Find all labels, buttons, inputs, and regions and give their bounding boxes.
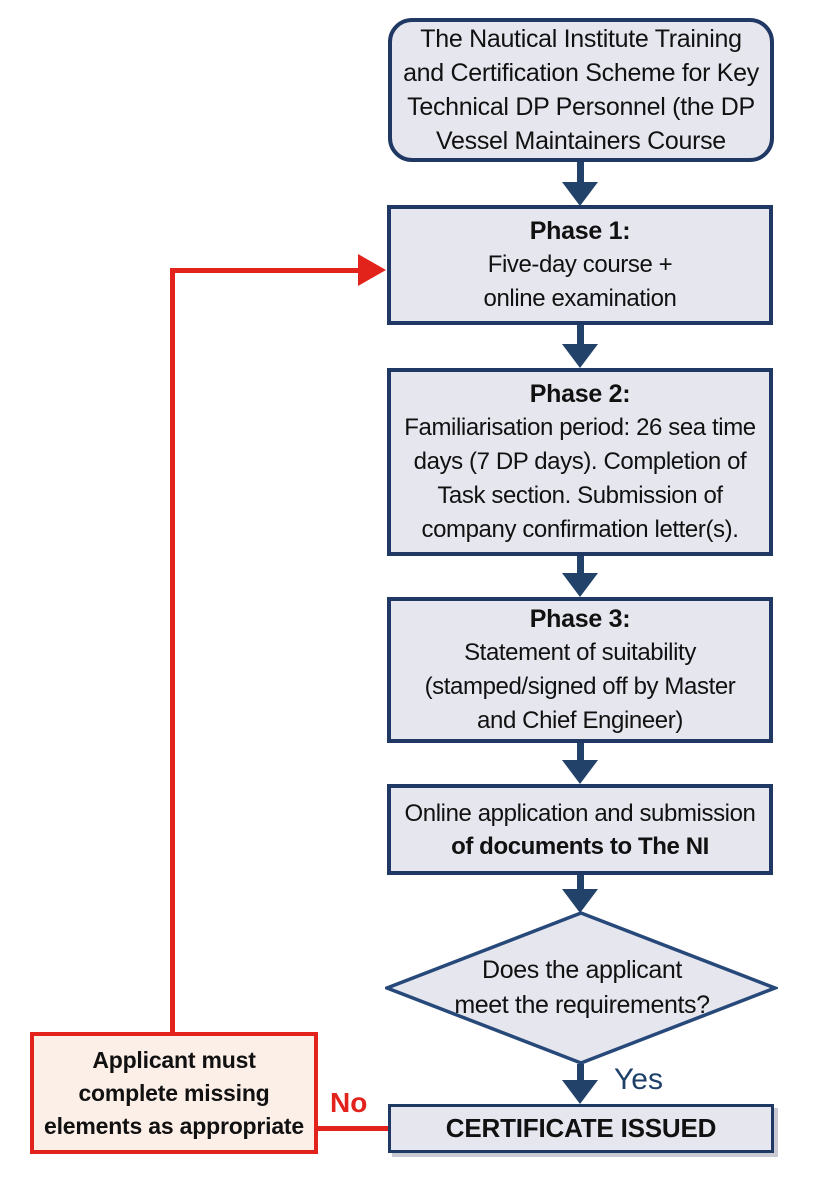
phase2-title: Phase 2: [529,380,631,408]
decision-diamond [385,911,778,1065]
arrow-stem [576,1064,584,1080]
phase2-box: Phase 2: Familiarisation period: 26 sea … [387,368,773,556]
arrow-stem [576,743,584,760]
remediation-text: Applicant must complete missing elements… [43,1046,304,1139]
phase3-title: Phase 3: [529,605,631,633]
start-terminator-box: The Nautical Institute Training and Cert… [388,18,774,162]
arrow-down-phase2-to-phase3 [562,556,598,597]
no-label: No [330,1087,368,1118]
arrow-down-decision-to-certificate [562,1064,598,1104]
decision-diamond-shape [385,911,778,1065]
phase3-body: Statement of suitability (stamped/signed… [424,639,736,734]
feedback-line-bottom [316,1126,388,1131]
certificate-box: CERTIFICATE ISSUED [388,1104,774,1153]
arrow-down-phase1-to-phase2 [562,325,598,368]
application-box: Online application and submission of doc… [387,784,773,875]
feedback-arrow-head-icon [358,254,386,286]
feedback-line-vertical [170,268,175,1034]
arrow-down-application-to-decision [562,875,598,913]
arrow-stem [576,556,584,573]
arrow-stem [576,875,584,889]
remediation-box: Applicant must complete missing elements… [30,1032,318,1154]
phase1-body: Five-day course + online examination [483,251,677,312]
arrow-head-icon [562,344,598,368]
arrow-down-phase3-to-application [562,743,598,784]
phase1-box: Phase 1: Five-day course + online examin… [387,205,773,325]
arrow-down-start-to-phase1 [562,162,598,206]
yes-label: Yes [614,1063,663,1096]
phase3-box: Phase 3: Statement of suitability (stamp… [387,597,773,743]
arrow-head-icon [562,760,598,784]
application-text-line2: of documents to The NI [451,832,709,860]
certificate-text: CERTIFICATE ISSUED [445,1113,717,1143]
feedback-line-top [170,268,360,273]
arrow-head-icon [562,573,598,597]
application-text-line1: Online application and submission [404,799,756,827]
arrow-stem [576,325,584,344]
decision-text: Does the applicant meet the requirements… [454,956,710,1019]
phase2-body: Familiarisation period: 26 sea time days… [404,414,756,543]
phase1-title: Phase 1: [529,217,631,245]
start-terminator-text: The Nautical Institute Training and Cert… [403,25,759,155]
arrow-head-icon [562,1080,598,1104]
arrow-head-icon [562,182,598,206]
arrow-head-icon [562,889,598,913]
arrow-stem [576,162,584,182]
